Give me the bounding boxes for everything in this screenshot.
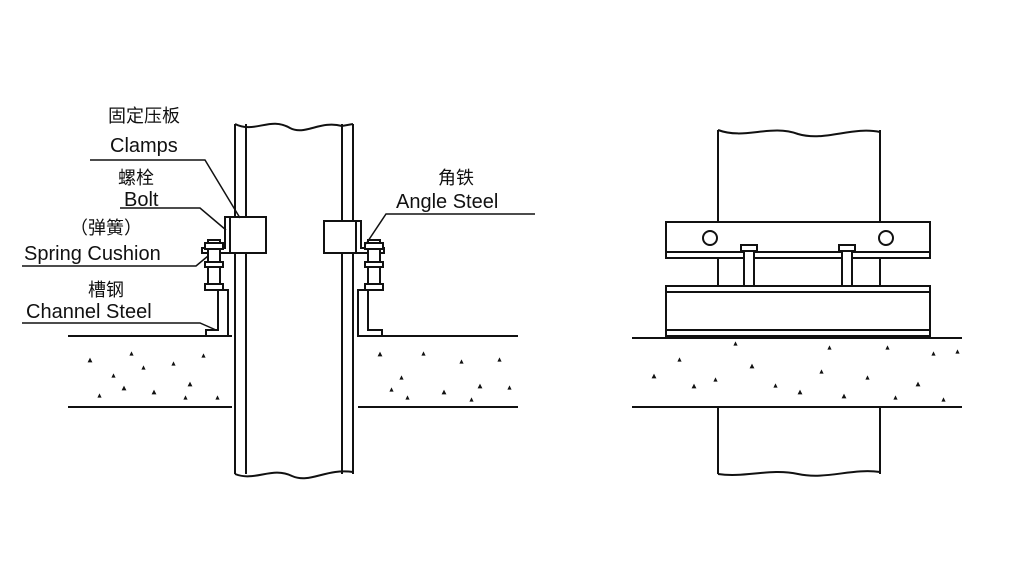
concrete-texture-elevation — [651, 341, 960, 402]
pipe-right-lower — [717, 407, 881, 477]
right-elevation-view — [632, 129, 962, 477]
pipe-right-upper — [717, 129, 881, 286]
concrete-texture-right — [377, 351, 512, 402]
pipe-left-view — [234, 122, 354, 480]
label-bolt-en: Bolt — [124, 189, 159, 211]
label-clamps-cn: 固定压板 — [108, 106, 180, 127]
label-angle-en: Angle Steel — [396, 191, 498, 213]
leader-lines — [22, 159, 535, 331]
floor-slab-left — [68, 335, 232, 408]
clamp-bar — [665, 221, 931, 259]
label-spring-cn: （弹簧） — [70, 218, 142, 239]
label-bolt-cn: 螺栓 — [118, 168, 154, 189]
label-angle-cn: 角铁 — [438, 168, 474, 189]
label-channel-cn: 槽钢 — [88, 280, 124, 301]
floor-slab-right — [358, 335, 518, 408]
label-channel-en: Channel Steel — [26, 301, 152, 323]
clamp-right — [323, 220, 385, 337]
label-spring-en: Spring Cushion — [24, 243, 161, 265]
labels: 固定压板 Clamps 螺栓 Bolt （弹簧） Spring Cushion … — [24, 106, 498, 323]
floor-slab-elevation — [632, 337, 962, 408]
clamp-left — [201, 216, 267, 337]
channel-bar — [665, 285, 931, 337]
concrete-texture-left — [87, 351, 220, 400]
left-section-view — [22, 122, 535, 480]
label-clamps-en: Clamps — [110, 135, 178, 157]
